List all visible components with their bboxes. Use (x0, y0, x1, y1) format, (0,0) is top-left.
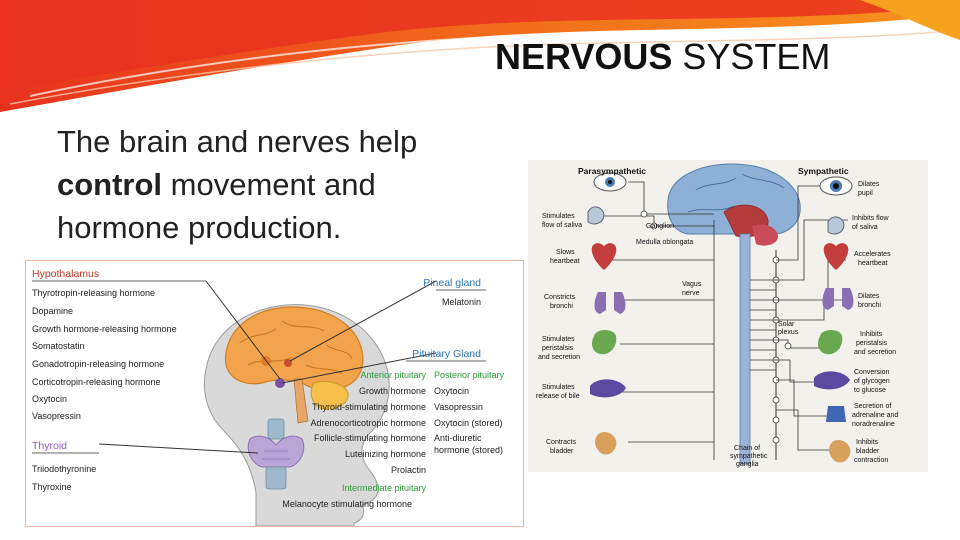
effect-label: to glucose (854, 387, 886, 394)
effect-label: Conversion (854, 369, 890, 376)
effect-label: of glycogen (854, 378, 890, 385)
hormone-item: Corticotropin-releasing hormone (32, 377, 161, 387)
effect-label: and secretion (854, 349, 896, 356)
hypothalamus-heading: Hypothalamus (32, 268, 99, 280)
effect-label: peristalsis (856, 340, 888, 347)
title-rest: SYSTEM (672, 36, 831, 77)
hormone-item: Melanocyte stimulating hormone (282, 499, 412, 509)
pineal-heading: Pineal gland (423, 277, 481, 289)
hormone-item: Oxytocin (32, 394, 67, 404)
medulla-label: Medulla oblongata (636, 239, 693, 246)
effect-label: Slows (556, 249, 575, 256)
hormone-item: Vasopressin (434, 402, 483, 412)
effect-label: adrenaline and (852, 412, 898, 419)
thyroid-heading: Thyroid (32, 440, 67, 452)
effect-label: contraction (854, 457, 888, 464)
autonomic-svg: Parasympathetic Sympathetic Ganglion Med… (536, 163, 898, 468)
effect-label: Stimulates (542, 213, 575, 220)
hormone-item: Thyroxine (32, 482, 72, 492)
hormone-item: Dopamine (32, 306, 73, 316)
body-text: The brain and nerves help control moveme… (57, 120, 497, 249)
effect-label: Accelerates (854, 251, 891, 258)
hormone-item: Growth hormone (359, 386, 426, 396)
effect-label: Constricts (544, 294, 576, 301)
effect-label: Inhibits flow (852, 215, 890, 222)
body-bold-word: control (57, 167, 163, 202)
chain-ganglia-label: Chain of (734, 445, 760, 452)
hormone-item: Growth hormone-releasing hormone (32, 324, 177, 334)
hormone-item: Thyrotropin-releasing hormone (32, 288, 155, 298)
effect-label: Stimulates (542, 336, 575, 343)
hormone-item: Anti-diuretic (434, 433, 482, 443)
posterior-pituitary-heading: Posterior pituitary (434, 370, 505, 380)
effect-label: Dilates (858, 293, 880, 300)
effect-label: peristalsis (542, 345, 574, 352)
hormone-item: Oxytocin (434, 386, 469, 396)
body-line-1: The brain and nerves help (57, 124, 418, 159)
effect-label: and secretion (538, 354, 580, 361)
vagus-nerve-label: nerve (682, 290, 700, 297)
effect-label: Inhibits (856, 439, 879, 446)
effect-label: Secretion of (854, 403, 891, 410)
hormone-item: Somatostatin (32, 341, 85, 351)
autonomic-diagram: Parasympathetic Sympathetic Ganglion Med… (528, 160, 928, 472)
effect-label: bronchi (858, 302, 881, 309)
hormone-item: Gonadotropin-releasing hormone (32, 359, 164, 369)
body-line-3: hormone production. (57, 210, 342, 245)
hormone-item: Prolactin (391, 465, 426, 475)
solar-plexus-label: Solar (778, 321, 795, 328)
effect-label: Inhibits (860, 331, 883, 338)
solar-plexus-label: plexus (778, 329, 799, 336)
hormone-item: Melatonin (442, 297, 481, 307)
hormone-item: Follicle-stimulating hormone (314, 433, 426, 443)
parasympathetic-label: Parasympathetic (578, 166, 646, 176)
effect-label: noradrenaline (852, 421, 895, 428)
sympathetic-label: Sympathetic (798, 166, 849, 176)
chain-ganglia-label: sympathetic (730, 453, 768, 460)
endocrine-diagram: Hypothalamus Thyrotropin-releasing hormo… (25, 260, 524, 527)
effect-label: Stimulates (542, 384, 575, 391)
body-line-2: control movement and (57, 163, 497, 206)
chain-ganglia-label: ganglia (736, 461, 759, 468)
effect-label: of saliva (852, 224, 878, 231)
effect-label: Dilates (858, 181, 880, 188)
ganglion-label: Ganglion (646, 223, 674, 230)
hormone-item: Luteinizing hormone (345, 449, 426, 459)
effect-label: heartbeat (550, 258, 580, 265)
slide-title: NERVOUS SYSTEM (495, 36, 830, 78)
title-bold: NERVOUS (495, 36, 673, 77)
effect-label: bladder (550, 448, 574, 455)
hormone-item: hormone (stored) (434, 445, 503, 455)
decorative-banner (0, 0, 960, 112)
effect-label: flow of saliva (542, 222, 582, 229)
effect-label: release of bile (536, 393, 580, 400)
pituitary-heading: Pituitary Gland (412, 348, 481, 360)
hormone-item: Vasopressin (32, 411, 81, 421)
effect-label: pupil (858, 190, 873, 197)
body-line-2-rest: movement and (162, 167, 376, 202)
vagus-nerve-label: Vagus (682, 281, 702, 288)
effect-label: Contracts (546, 439, 576, 446)
hormone-item: Triiodothyronine (32, 464, 96, 474)
hormone-item: Adrenocorticotropic hormone (310, 418, 426, 428)
intermediate-pituitary-heading: Intermediate pituitary (342, 483, 427, 493)
hormone-item: Thyroid-stimulating hormone (312, 402, 426, 412)
anterior-pituitary-heading: Anterior pituitary (360, 370, 426, 380)
endocrine-svg: Hypothalamus Thyrotropin-releasing hormo… (32, 268, 505, 526)
effect-label: bladder (856, 448, 880, 455)
effect-label: heartbeat (858, 260, 888, 267)
hormone-item: Oxytocin (stored) (434, 418, 503, 428)
effect-label: bronchi (550, 303, 573, 310)
